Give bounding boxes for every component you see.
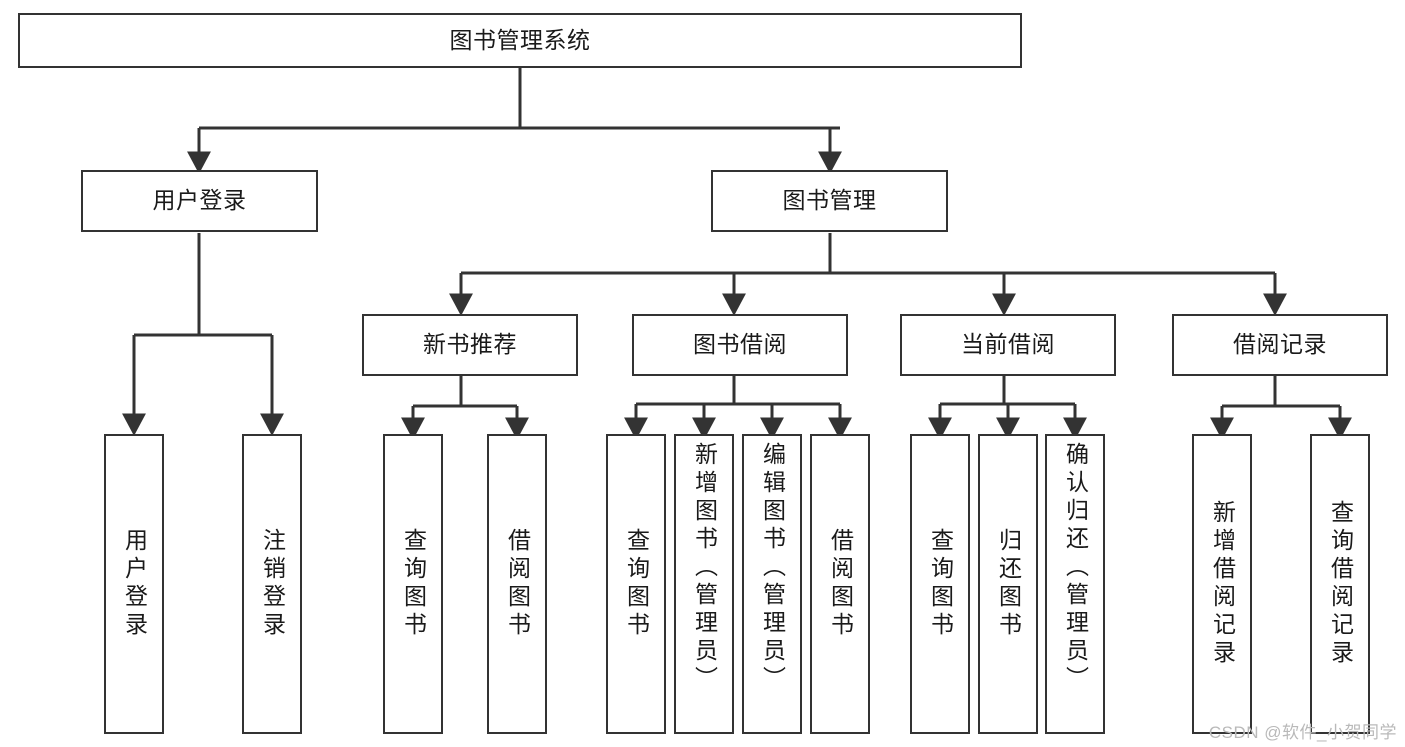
leaf-borrow-add-book-admin[interactable]: 新增图书（管理员）: [674, 434, 734, 734]
node-label: 用户登录: [121, 528, 148, 640]
node-book-management[interactable]: 图书管理: [711, 170, 948, 232]
node-label: 借阅图书: [827, 528, 854, 640]
node-label: 查询图书: [623, 528, 650, 640]
leaf-borrow-edit-book-admin[interactable]: 编辑图书（管理员）: [742, 434, 802, 734]
node-label: 当前借阅: [961, 331, 1055, 358]
leaf-record-add-borrow-record[interactable]: 新增借阅记录: [1192, 434, 1252, 734]
leaf-user-login[interactable]: 用户登录: [104, 434, 164, 734]
node-label: 查询图书: [927, 528, 954, 640]
leaf-borrow-lend-book[interactable]: 借阅图书: [810, 434, 870, 734]
node-current-borrow[interactable]: 当前借阅: [900, 314, 1116, 376]
node-label: 借阅记录: [1233, 331, 1327, 358]
node-borrow-record[interactable]: 借阅记录: [1172, 314, 1388, 376]
node-label: 新书推荐: [423, 331, 517, 358]
node-label: 借阅图书: [504, 528, 531, 640]
node-label: 归还图书: [995, 528, 1022, 640]
leaf-current-return-book[interactable]: 归还图书: [978, 434, 1038, 734]
node-label: 确认归还（管理员）: [1062, 442, 1089, 694]
node-new-book-recommend[interactable]: 新书推荐: [362, 314, 578, 376]
leaf-borrow-query-book[interactable]: 查询图书: [606, 434, 666, 734]
node-label: 查询借阅记录: [1327, 500, 1354, 668]
leaf-current-confirm-return-admin[interactable]: 确认归还（管理员）: [1045, 434, 1105, 734]
leaf-newbook-query-book[interactable]: 查询图书: [383, 434, 443, 734]
node-label: 图书管理系统: [449, 26, 591, 53]
leaf-newbook-borrow-book[interactable]: 借阅图书: [487, 434, 547, 734]
node-user-login[interactable]: 用户登录: [81, 170, 318, 232]
node-label: 新增图书（管理员）: [691, 442, 718, 694]
node-label: 查询图书: [400, 528, 427, 640]
leaf-current-query-book[interactable]: 查询图书: [910, 434, 970, 734]
node-book-management-system[interactable]: 图书管理系统: [18, 13, 1022, 68]
node-label: 用户登录: [152, 187, 247, 214]
node-book-borrow[interactable]: 图书借阅: [632, 314, 848, 376]
node-label: 新增借阅记录: [1209, 500, 1236, 668]
leaf-user-logout[interactable]: 注销登录: [242, 434, 302, 734]
node-label: 注销登录: [259, 528, 286, 640]
leaf-record-query-borrow-record[interactable]: 查询借阅记录: [1310, 434, 1370, 734]
node-label: 图书借阅: [693, 331, 787, 358]
node-label: 编辑图书（管理员）: [759, 442, 786, 694]
node-label: 图书管理: [782, 187, 877, 214]
